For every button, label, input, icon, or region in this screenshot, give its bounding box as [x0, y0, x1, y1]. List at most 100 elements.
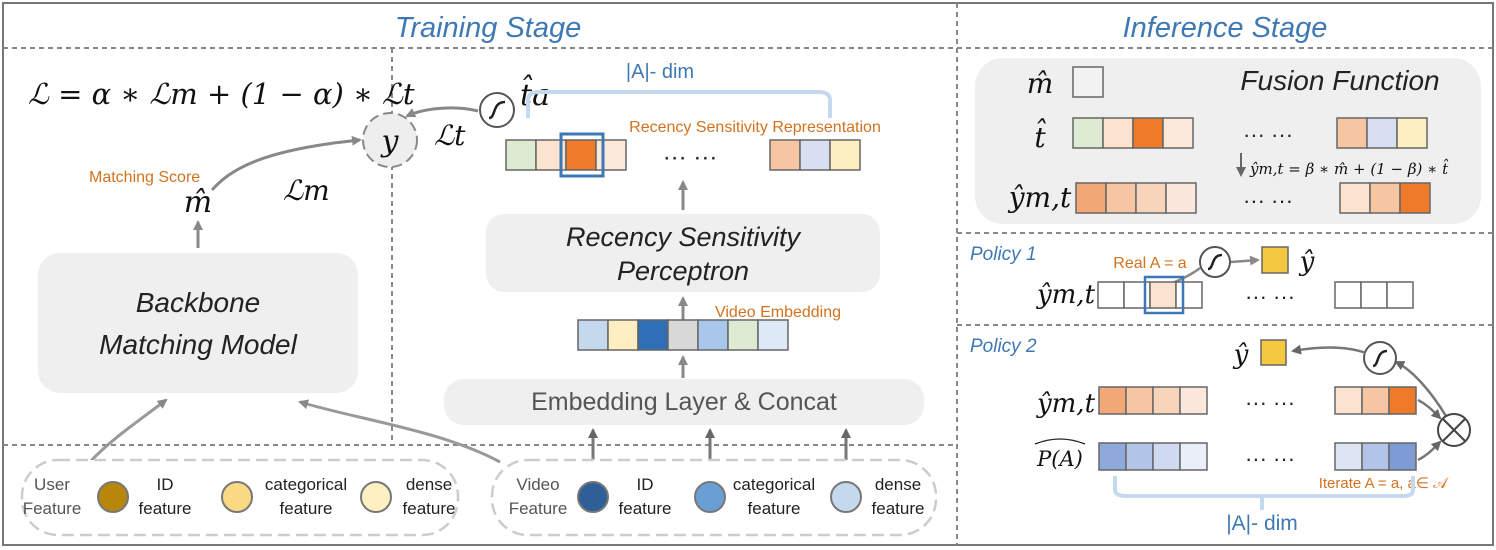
training-stage-title: Training Stage — [395, 12, 581, 44]
video-categorical-line1: categorical — [733, 475, 815, 494]
policy1-dots: ··· ··· — [1245, 284, 1295, 309]
policy2-to-sigmoid-arrow — [1394, 360, 1448, 417]
video-dense-feature-icon — [830, 481, 862, 513]
policy2-sigmoid-curve — [1372, 349, 1388, 368]
video-dense-line1: dense — [875, 475, 921, 494]
user-feature-line2: Feature — [23, 499, 82, 518]
policy1-y-hat-cell — [1261, 246, 1289, 274]
y-mt-vector-left — [1075, 182, 1197, 214]
user-id-feature-icon — [97, 481, 129, 513]
policy2-ymt-vector-left — [1098, 386, 1208, 415]
user-dense-feature-icon — [360, 481, 392, 513]
policy2-y-hat: ŷ — [1233, 340, 1249, 370]
selected-cell-highlight — [559, 132, 605, 178]
p-a-vector-left — [1098, 442, 1208, 471]
p-a-dots: ··· ··· — [1245, 446, 1295, 471]
embedding-layer-concat — [444, 379, 924, 425]
rsp-line1: Recency Sensitivity — [566, 222, 802, 252]
real-a-label: Real A = a — [1113, 255, 1186, 272]
user-dense-line2: feature — [403, 499, 456, 518]
y-label: y — [380, 124, 400, 159]
policy2-y-mt: ŷm,t — [1036, 389, 1096, 419]
p-a-vector-right — [1334, 442, 1417, 471]
video-embedding-vector — [577, 319, 789, 351]
policy1-sigmoid-icon — [1199, 246, 1231, 278]
inference-stage-title: Inference Stage — [1123, 12, 1328, 44]
policy1-vector-right — [1334, 281, 1414, 309]
y-mt-dots: ··· ··· — [1243, 188, 1293, 213]
video-id-feature-line1: ID — [637, 475, 654, 494]
policy1-title: Policy 1 — [970, 244, 1037, 265]
backbone-line1: Backbone — [136, 287, 261, 318]
user-dense-line1: dense — [406, 475, 452, 494]
lm-label: ℒm — [283, 174, 330, 207]
user-categorical-line2: feature — [280, 499, 333, 518]
rsr-label: Recency Sensitivity Representation — [629, 119, 881, 136]
policy1-y-hat: ŷ — [1299, 247, 1315, 277]
matching-score-label: Matching Score — [89, 169, 200, 186]
dim-label-top: |A|- dim — [626, 61, 694, 83]
embedding-layer-label: Embedding Layer & Concat — [531, 388, 837, 416]
m-hat-label: m̂ — [184, 185, 212, 220]
dim-bracket-top — [526, 90, 832, 118]
fusion-function-title: Fusion Function — [1240, 65, 1439, 96]
rsr-vector-left — [505, 132, 627, 178]
t-hat-vector-left — [1072, 117, 1194, 149]
policy2-ymt-dots: ··· ··· — [1245, 390, 1295, 415]
policy1-out-arrow — [1230, 255, 1260, 266]
video-feature-line2: Feature — [509, 499, 568, 518]
policy2-ymt-vector-right — [1334, 386, 1417, 415]
fusion-y-mt: ŷm,t — [1007, 181, 1072, 214]
fusion-formula: ŷm,t = β ∗ m̂ + (1 − β) ∗ t̂ — [1249, 159, 1449, 178]
policy2-out-arrow — [1291, 344, 1367, 355]
lt-label: ℒt — [434, 119, 466, 152]
user-feature-arrow — [88, 398, 168, 464]
y-node — [362, 112, 418, 168]
policy1-sigmoid-curve — [1207, 253, 1223, 271]
lm-arrow — [210, 135, 362, 192]
pa-to-multiply-arrow — [1417, 440, 1442, 462]
ymt-to-multiply-arrow — [1417, 398, 1442, 420]
user-categorical-feature-icon — [221, 481, 253, 513]
y-mt-vector-right — [1339, 182, 1431, 214]
recency-sensitivity-perceptron — [486, 214, 880, 292]
rsr-dots: ··· ··· — [663, 144, 718, 171]
sigmoid-icon — [479, 92, 515, 128]
fusion-t-hat: t̂ — [1034, 119, 1046, 154]
lt-arrow — [405, 106, 479, 118]
fusion-m-hat: m̂ — [1027, 67, 1054, 100]
video-id-feature-line2: feature — [619, 499, 672, 518]
video-dense-line2: feature — [872, 499, 925, 518]
backbone-matching-model — [38, 253, 358, 393]
user-id-feature-line1: ID — [157, 475, 174, 494]
video-to-backbone-arrow — [298, 399, 501, 464]
loss-formula: ℒ = α ∗ ℒm + (1 − α) ∗ ℒt — [28, 77, 415, 111]
dim-bracket-bottom — [1113, 476, 1415, 498]
m-hat-cell — [1072, 66, 1104, 98]
multiply-icon-stroke2 — [1442, 418, 1466, 442]
policy1-y-mt: ŷm,t — [1036, 280, 1096, 310]
user-id-feature-line2: feature — [139, 499, 192, 518]
backbone-line2: Matching Model — [99, 329, 297, 360]
policy2-title: Policy 2 — [970, 336, 1037, 357]
rsr-vector-right — [769, 139, 861, 171]
t-hat-vector-right — [1336, 117, 1428, 149]
video-categorical-line2: feature — [748, 499, 801, 518]
user-feature-line1: User — [34, 475, 70, 494]
t-hat-dots: ··· ··· — [1243, 122, 1293, 147]
user-categorical-line1: categorical — [265, 475, 347, 494]
video-feature-line1: Video — [516, 475, 559, 494]
rsp-line2: Perceptron — [617, 256, 749, 286]
sigmoid-curve — [488, 100, 506, 120]
dim-label-bottom: |A|- dim — [1226, 512, 1298, 535]
policy1-vector-left — [1097, 275, 1203, 315]
video-id-feature-icon — [577, 481, 609, 513]
p-a-label: P(A) — [1036, 447, 1083, 471]
policy2-y-hat-cell — [1260, 339, 1287, 366]
policy1-selected-cell — [1143, 275, 1185, 315]
video-categorical-feature-icon — [694, 481, 726, 513]
iterate-label: Iterate A = a, a∈ 𝒜 — [1319, 475, 1449, 492]
policy2-sigmoid-icon — [1363, 341, 1397, 375]
